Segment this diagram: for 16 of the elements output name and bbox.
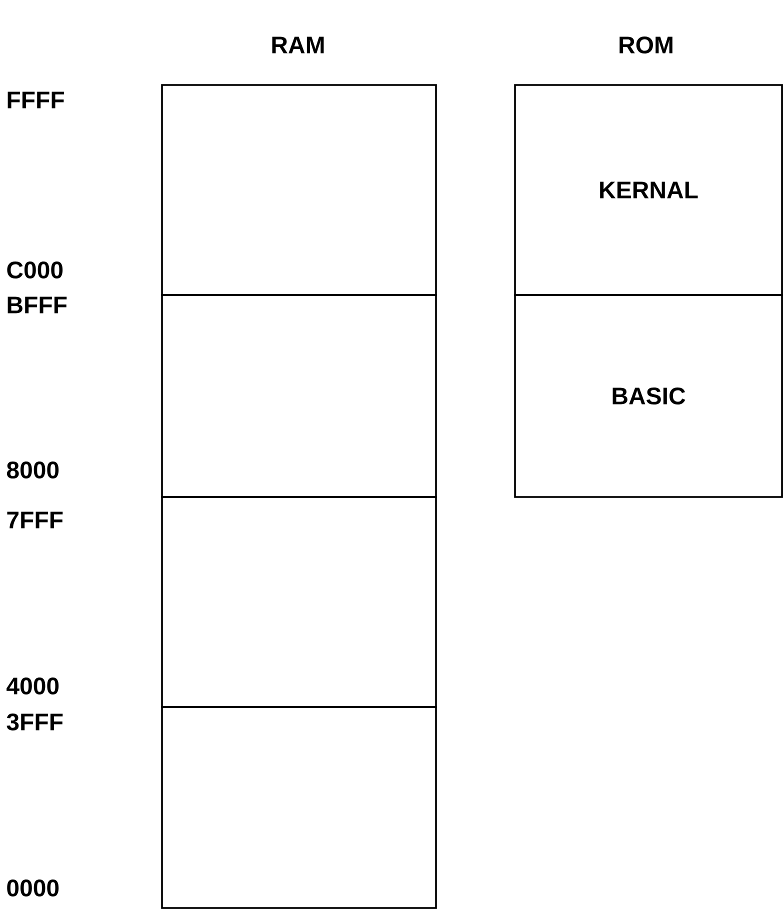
address-label: C000 (7, 262, 63, 278)
address-label: 4000 (6, 678, 59, 694)
memory-block (161, 496, 437, 708)
column-heading: RAM (272, 36, 324, 54)
address-label: BFFF (8, 296, 67, 314)
rom-block: BASIC (514, 294, 783, 498)
address-label: FFFF (8, 92, 64, 108)
address-label: 7FFF (7, 512, 63, 528)
address-label: 3FFF (6, 714, 63, 731)
memory-block (161, 706, 437, 909)
address-label: 8000 (6, 462, 59, 478)
memory-block (161, 294, 437, 498)
memory-block (161, 84, 437, 296)
column-heading: ROM (620, 36, 672, 54)
address-label: 0000 (7, 880, 59, 896)
rom-block: KERNAL (514, 84, 783, 296)
